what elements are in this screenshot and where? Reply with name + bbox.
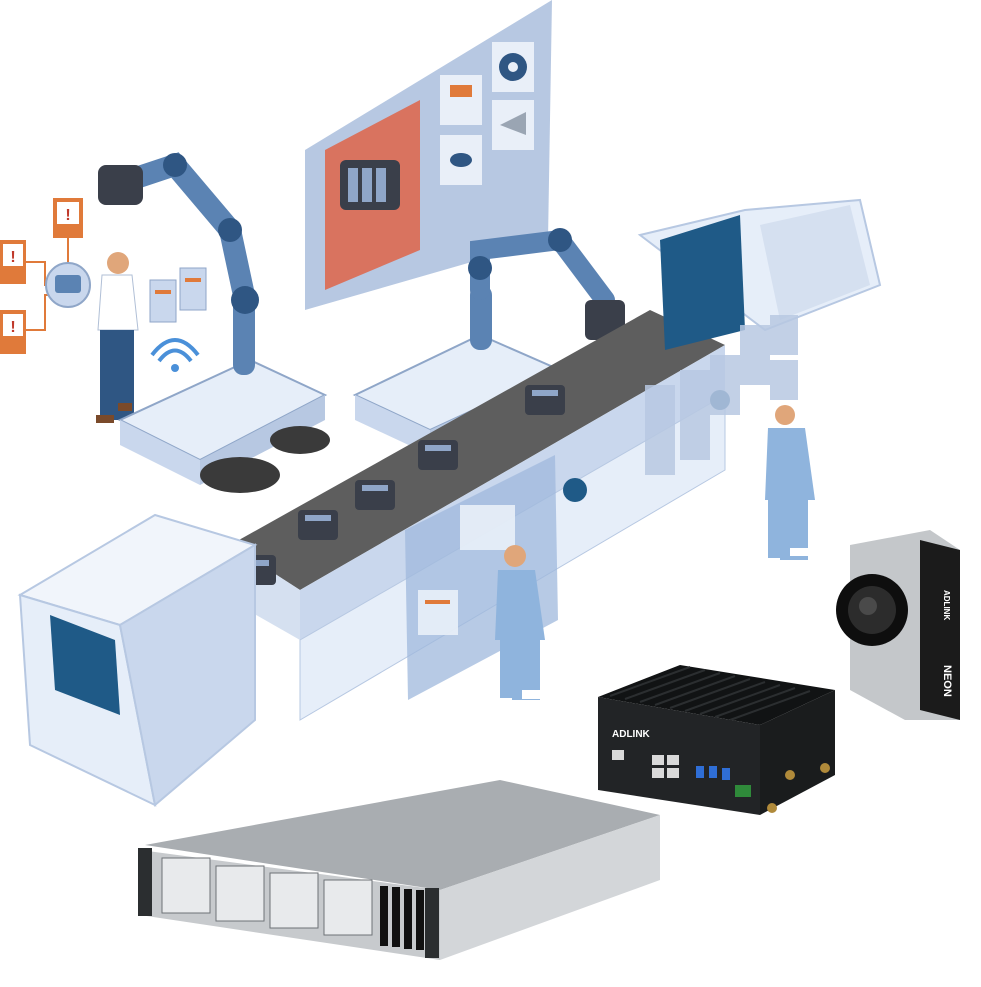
camera-model-label: NEON — [941, 665, 953, 697]
database-icon — [450, 153, 472, 167]
engine-block-icon — [340, 160, 400, 210]
hologram-panel — [305, 0, 552, 310]
robot-arm-left — [98, 152, 330, 493]
device-brand-label: ADLINK — [612, 729, 651, 740]
svg-text:!: ! — [10, 319, 15, 336]
machine-enclosure-right — [637, 198, 882, 350]
warning-signs: ! ! ! — [0, 198, 91, 354]
machine-enclosure-left — [17, 513, 258, 807]
warning-icon: ! — [0, 310, 26, 354]
technician-figure-front — [492, 545, 545, 707]
svg-text:!: ! — [65, 207, 70, 224]
edge-computer-device: ADLINK — [598, 665, 835, 815]
warning-icon: ! — [0, 240, 26, 284]
floating-data-cards — [149, 267, 207, 323]
warning-icon: ! — [53, 198, 83, 238]
camera-brand-label: ADLINK — [942, 590, 951, 620]
engineer-figure-left — [96, 252, 139, 423]
smart-camera-device: ADLINK NEON — [836, 530, 960, 720]
rack-server-device — [138, 780, 660, 960]
svg-text:!: ! — [10, 249, 15, 266]
wifi-icon — [150, 338, 200, 372]
dashboard-panels-right — [645, 315, 798, 475]
technician-figure-right — [762, 405, 815, 566]
